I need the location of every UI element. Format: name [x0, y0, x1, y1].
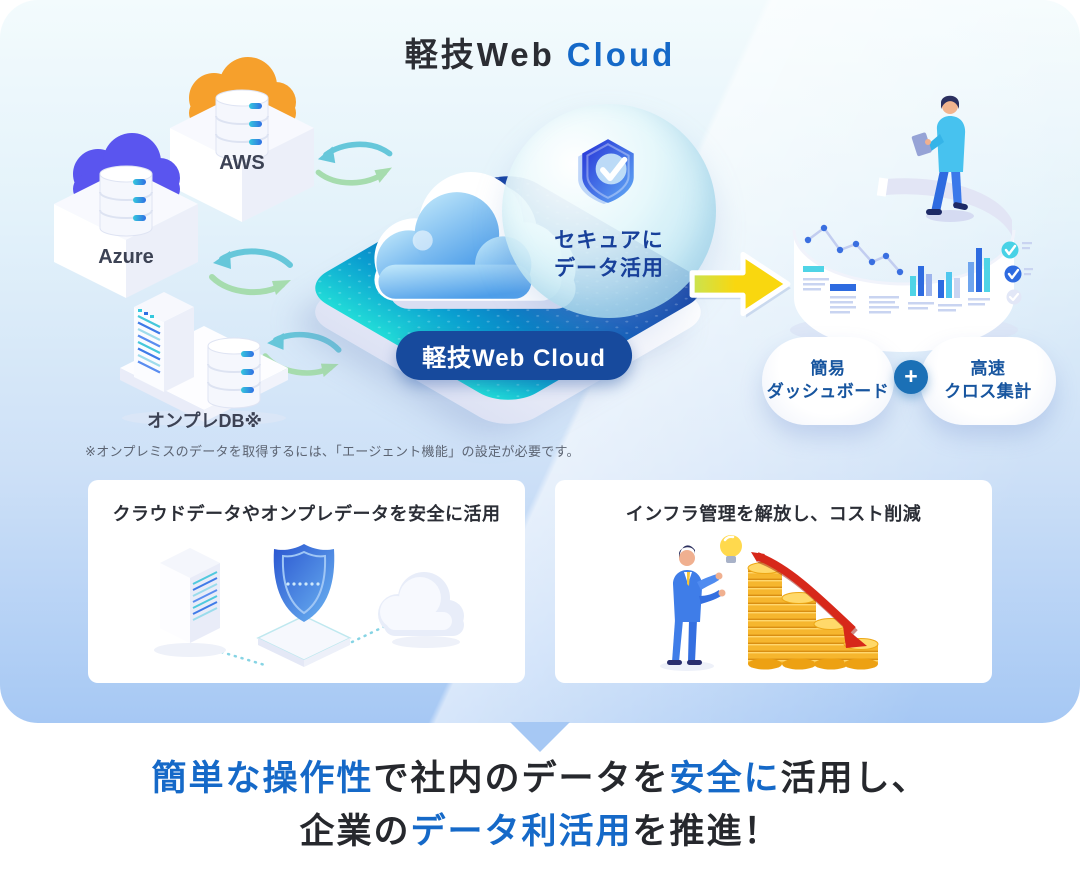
dashboard-pill: 簡易 ダッシュボード — [762, 337, 894, 425]
secure-sphere: セキュアに データ活用 — [502, 104, 716, 318]
sync-arrows-icon — [206, 244, 296, 298]
database-icon — [99, 165, 153, 237]
line-chart — [804, 224, 904, 276]
businessman-icon — [660, 545, 726, 671]
tagline-segment: を推進！ — [632, 812, 781, 851]
dashboard-pill-line1: 簡易 — [810, 359, 846, 379]
person-illustration — [911, 95, 974, 222]
footnote: ※オンプレミスのデータを取得するには、「エージェント機能」の設定が必要です。 — [85, 444, 580, 459]
tablet-in-hand-icon — [911, 132, 932, 157]
tagline-segment: 企業の — [299, 812, 411, 851]
dashboard-ring — [790, 177, 1033, 352]
bar-charts — [908, 248, 990, 312]
shield-check-icon — [578, 139, 634, 204]
feature-card-security-title: クラウドデータやオンプレデータを安全に活用 — [112, 504, 501, 524]
tagline-line-2: 企業のデータ利活用を推進！ — [0, 805, 1080, 858]
lightbulb-icon — [720, 535, 742, 563]
tagline-segment: 簡単な操作性 — [151, 759, 374, 798]
plus-icon: + — [894, 360, 928, 394]
feature-card-cost-title: インフラ管理を解放し、コスト削減 — [625, 504, 922, 524]
cost-reduction-illustration — [660, 535, 879, 671]
azure-icon — [54, 133, 198, 298]
product-badge: 軽技Web Cloud — [396, 331, 632, 380]
aws-icon — [170, 57, 314, 222]
speech-bubble-tail — [510, 722, 570, 752]
dashboard-illustration — [790, 95, 1033, 352]
tagline-segment: 安全に — [669, 759, 781, 798]
onpremise-database-icon — [207, 337, 261, 409]
page-title: 軽技Web Cloud — [0, 28, 1080, 76]
dashboard-pill-line2: ダッシュボード — [766, 382, 890, 401]
crosstab-pill: 高速 クロス集計 — [920, 337, 1056, 425]
title-accent: Cloud — [566, 36, 676, 73]
server-icon — [154, 548, 226, 657]
tagline-segment: 活用し、 — [780, 759, 929, 798]
azure-label: Azure — [98, 246, 154, 268]
feature-card-security: クラウドデータやオンプレデータを安全に活用 — [88, 480, 525, 683]
crosstab-pill-line2: クロス集計 — [944, 382, 1032, 401]
onpremise-server-icon — [134, 292, 194, 392]
sphere-text-line1: セキュアに — [554, 229, 664, 252]
tagline-segment: で社内のデータを — [373, 759, 670, 798]
cloud-icon — [378, 572, 464, 648]
database-icon — [215, 89, 269, 161]
shield-icon — [256, 544, 352, 667]
aws-label: AWS — [219, 152, 265, 174]
onpremise-icon — [120, 292, 288, 426]
sphere-text-line2: データ活用 — [554, 257, 664, 280]
cost-down-arrow-icon — [751, 552, 867, 648]
security-illustration — [154, 544, 464, 668]
tagline: 簡単な操作性で社内のデータを安全に活用し、 企業のデータ利活用を推進！ — [0, 752, 1080, 858]
coins-icon — [747, 562, 879, 670]
crosstab-pill-line1: 高速 — [970, 359, 1006, 379]
tagline-segment: データ利活用 — [410, 812, 633, 851]
title-main: 軽技Web — [404, 36, 555, 73]
feature-card-cost: インフラ管理を解放し、コスト削減 — [555, 480, 992, 683]
tagline-line-1: 簡単な操作性で社内のデータを安全に活用し、 — [0, 752, 1080, 805]
onpremise-label: オンプレDB※ — [147, 411, 262, 431]
report-rows — [803, 266, 899, 314]
flow-arrow-icon — [689, 251, 791, 318]
checklist — [1001, 241, 1033, 305]
